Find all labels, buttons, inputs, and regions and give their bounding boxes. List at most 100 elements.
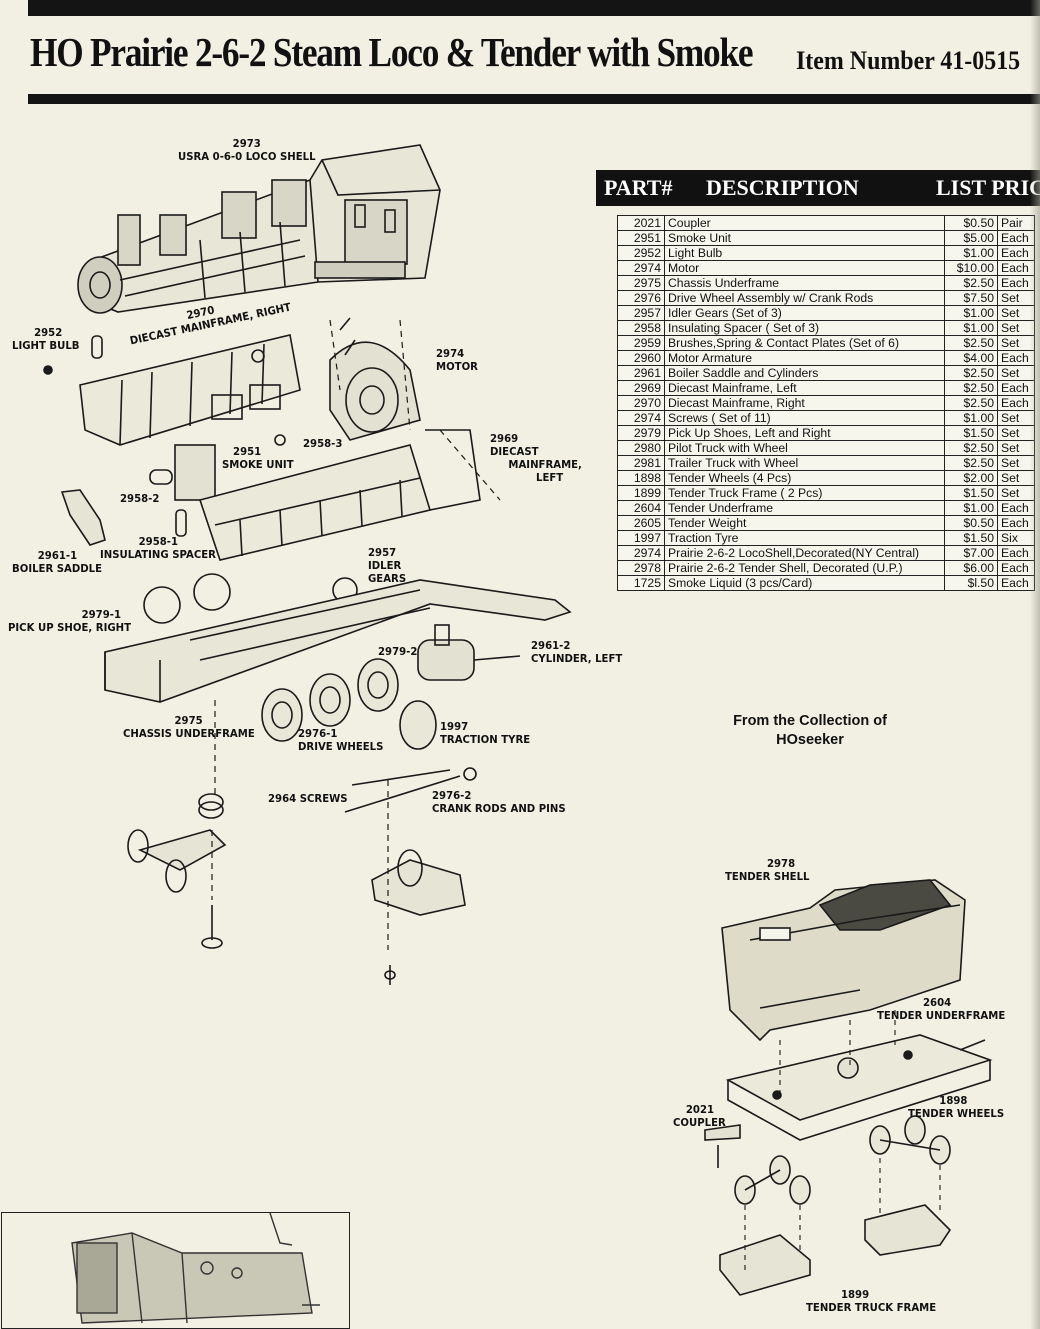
collection-note-line: From the Collection of (733, 713, 887, 729)
price-cell: $1.50 (944, 530, 998, 546)
tender-wheels-drawing (734, 1115, 951, 1205)
label-screws: 2964 SCREWS (268, 792, 348, 805)
description-cell: Screws ( Set of 11) (664, 410, 945, 426)
label-spacer-1: 2958-1 INSULATING SPACER (100, 535, 216, 561)
unit-cell: Each (997, 500, 1035, 516)
label-mainframe-left: 2969 DIECAST MAINFRAME, LEFT (490, 432, 582, 484)
unit-cell: Each (997, 380, 1035, 396)
price-cell: $1.50 (944, 485, 998, 501)
price-cell: $2.50 (944, 455, 998, 471)
description-cell: Traction Tyre (664, 530, 945, 546)
price-cell: $1.00 (944, 410, 998, 426)
price-cell: $2.50 (944, 365, 998, 381)
part-number-cell: 2960 (617, 350, 665, 366)
unit-cell: Set (997, 365, 1035, 381)
part-number-cell: 2951 (617, 230, 665, 246)
boiler-saddle-drawing (60, 489, 106, 546)
header-part-number: PART# (604, 175, 673, 200)
part-number-cell: 2021 (617, 215, 665, 231)
description-cell: Prairie 2-6-2 Tender Shell, Decorated (U… (664, 560, 945, 576)
header-list-price: LIST PRICE (936, 175, 1040, 200)
spacer-drawing (149, 469, 173, 485)
part-number-cell: 2604 (617, 500, 665, 516)
unit-cell: Pair (997, 215, 1035, 231)
unit-cell: Each (997, 260, 1035, 276)
part-number-cell: 1725 (617, 575, 665, 591)
label-motor: 2974 MOTOR (436, 347, 478, 373)
price-cell: $7.00 (944, 545, 998, 561)
description-cell: Smoke Liquid (3 pcs/Card) (664, 575, 945, 591)
label-cylinder-left: 2961-2 CYLINDER, LEFT (531, 639, 623, 665)
unit-cell: Set (997, 335, 1035, 351)
part-number-cell: 2978 (617, 560, 665, 576)
part-number-cell: 2959 (617, 335, 665, 351)
part-number-cell: 1899 (617, 485, 665, 501)
part-number-cell: 2974 (617, 545, 665, 561)
thumbnail-photo (1, 1212, 350, 1329)
description-cell: Tender Underframe (664, 500, 945, 516)
label-tender-truck-frame: 1899 TENDER TRUCK FRAME (806, 1288, 937, 1314)
label-loco-shell: 2973 USRA 0-6-0 LOCO SHELL (178, 137, 316, 163)
part-number-cell: 2961 (617, 365, 665, 381)
description-cell: Pilot Truck with Wheel (664, 440, 945, 456)
spacer-drawing (175, 509, 187, 537)
label-smoke-unit: 2951 SMOKE UNIT (222, 445, 294, 471)
pilot-wheel-drawing (193, 573, 231, 611)
price-cell: $1.00 (944, 500, 998, 516)
label-tender-wheels: 1898 TENDER WHEELS (908, 1094, 1005, 1120)
label-pickup-shoe: 2979-1 PICK UP SHOE, RIGHT (8, 608, 132, 634)
part-number-cell: 2974 (617, 260, 665, 276)
trailer-truck-drawing (371, 849, 466, 985)
part-number-cell: 2952 (617, 245, 665, 261)
page-title: HO Prairie 2-6-2 Steam Loco & Tender wit… (30, 29, 754, 75)
alignment-lines (211, 319, 501, 950)
description-cell: Coupler (664, 215, 945, 231)
description-cell: Chassis Underframe (664, 275, 945, 291)
label-idler-gears: 2957 IDLER GEARS (368, 546, 407, 585)
price-cell: $1.00 (944, 305, 998, 321)
part-number-cell: 2975 (617, 275, 665, 291)
label-traction-tyre: 1997 TRACTION TYRE (440, 720, 531, 746)
loco-photo-sketch (71, 1213, 320, 1324)
loco-shell-drawing (77, 144, 441, 314)
unit-cell: Set (997, 455, 1035, 471)
description-cell: Boiler Saddle and Cylinders (664, 365, 945, 381)
tender-shell-drawing (721, 879, 966, 1042)
price-cell: $7.50 (944, 290, 998, 306)
coupler-drawing (704, 1124, 741, 1168)
description-cell: Tender Weight (664, 515, 945, 531)
label-tender-underframe: 2604 TENDER UNDERFRAME (877, 996, 1006, 1022)
price-cell: $1.50 (944, 425, 998, 441)
price-cell: $2.50 (944, 395, 998, 411)
part-number-cell: 2974 (617, 410, 665, 426)
description-cell: Tender Wheels (4 Pcs) (664, 470, 945, 486)
description-cell: Brushes,Spring & Contact Plates (Set of … (664, 335, 945, 351)
unit-cell: Set (997, 410, 1035, 426)
price-cell: $l.50 (944, 575, 998, 591)
header-rule (28, 94, 1040, 104)
unit-cell: Each (997, 275, 1035, 291)
light-bulb-drawing (91, 335, 103, 359)
label-pickup-2: 2979-2 (378, 645, 418, 658)
description-cell: Motor (664, 260, 945, 276)
unit-cell: Each (997, 515, 1035, 531)
unit-cell: Each (997, 545, 1035, 561)
crank-rods-drawing (344, 769, 461, 813)
